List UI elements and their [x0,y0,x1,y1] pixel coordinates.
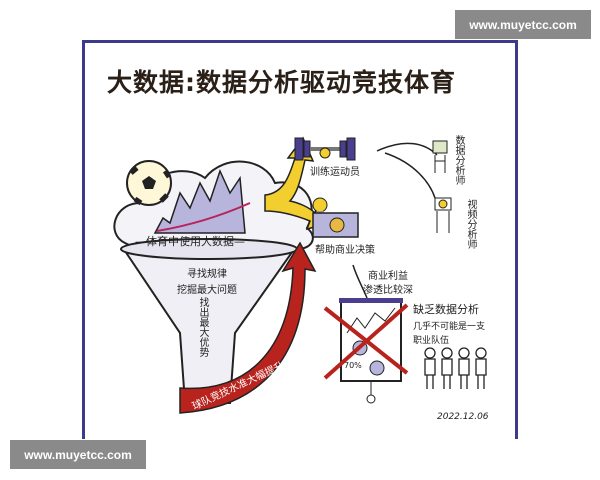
page-title: 大数据:数据分析驱动竞技体育 [107,68,456,97]
soccer-ball-icon [126,160,172,206]
watermark-top: www.muyetcc.com [455,10,591,39]
down-arrow [352,264,368,299]
business-decision-label: 帮助商业决策 [315,245,375,256]
big-red-arrow [179,241,317,414]
funnel-stem-text: 找出最大优势 [197,297,208,357]
dumbbell-icon [294,137,356,161]
curved-arrow [384,152,436,199]
cloud-label: —体育中使用大数据— [135,235,245,248]
lightbulb-money-icon [312,197,359,238]
infographic-frame: 大数据:数据分析驱动竞技体育 —体育中使用大数据— 寻找规律 挖掘最大问题 找出… [82,40,518,439]
team-people-figures [424,347,487,389]
date-label: 2022.12.06 [437,412,489,422]
lack-text-2: 几乎不可能是一支 [413,322,486,332]
commerce-text-1: 商业利益 [368,271,408,282]
split-arrow-icon [264,136,332,231]
video-analyst-figure [434,197,452,233]
lack-text-3: 职业队伍 [413,336,450,346]
trend-arrow-icon [156,202,251,232]
video-analyst-label: 视频分析师 [465,199,476,249]
train-athletes-label: 训练运动员 [310,167,360,178]
cloud-chart [153,168,246,234]
data-analyst-label: 数据分析师 [453,135,464,185]
funnel-text-1: 寻找规律 [187,269,227,280]
data-analyst-figure [432,140,448,173]
commerce-text-2: 渗透比较深 [363,285,413,296]
funnel-text-2: 挖掘最大问题 [177,285,237,296]
lack-text-1: 缺乏数据分析 [413,303,479,316]
crossed-chart-board [323,298,409,404]
sketch-drawing [113,136,487,414]
watermark-bottom: www.muyetcc.com [10,440,146,469]
chart-percent: 70% [344,361,362,370]
